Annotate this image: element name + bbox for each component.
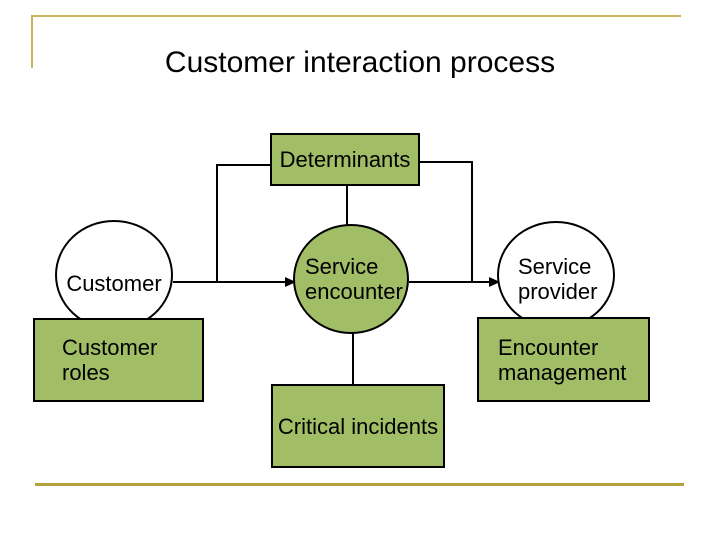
service-provider-label-line2: provider [518,279,598,304]
line-determinants-left-elbow [216,164,270,281]
line-determinants-right-elbow [420,161,473,281]
customer-roles-label-line2: roles [62,360,110,385]
encounter-management-box: Encounter management [477,317,650,402]
determinants-box: Determinants [270,133,420,186]
top-accent-rule-horizontal [31,15,681,17]
encounter-management-label-line2: management [498,359,627,385]
bottom-accent-rule [35,483,684,486]
service-encounter-circle: Service encounter [293,224,409,334]
service-provider-label-line1: Service [518,254,592,279]
encounter-management-label-line1: Encounter [498,334,599,360]
customer-circle: Customer [55,220,173,330]
critical-incidents-box: Critical incidents [271,384,445,468]
slide-title: Customer interaction process [164,46,556,80]
customer-label: Customer [66,270,162,296]
critical-incidents-label: Critical incidents [277,413,439,439]
customer-roles-box: Customer roles [33,318,204,402]
top-accent-rule-vertical [31,15,33,68]
service-encounter-label-line1: Service [305,254,379,279]
arrowhead-customer-to-encounter [285,277,296,287]
service-provider-circle: Service provider [497,221,615,329]
arrowhead-encounter-to-provider [489,277,500,287]
customer-roles-label-line1: Customer [62,335,158,360]
service-encounter-label-line2: encounter [305,279,403,304]
determinants-label: Determinants [279,147,411,172]
